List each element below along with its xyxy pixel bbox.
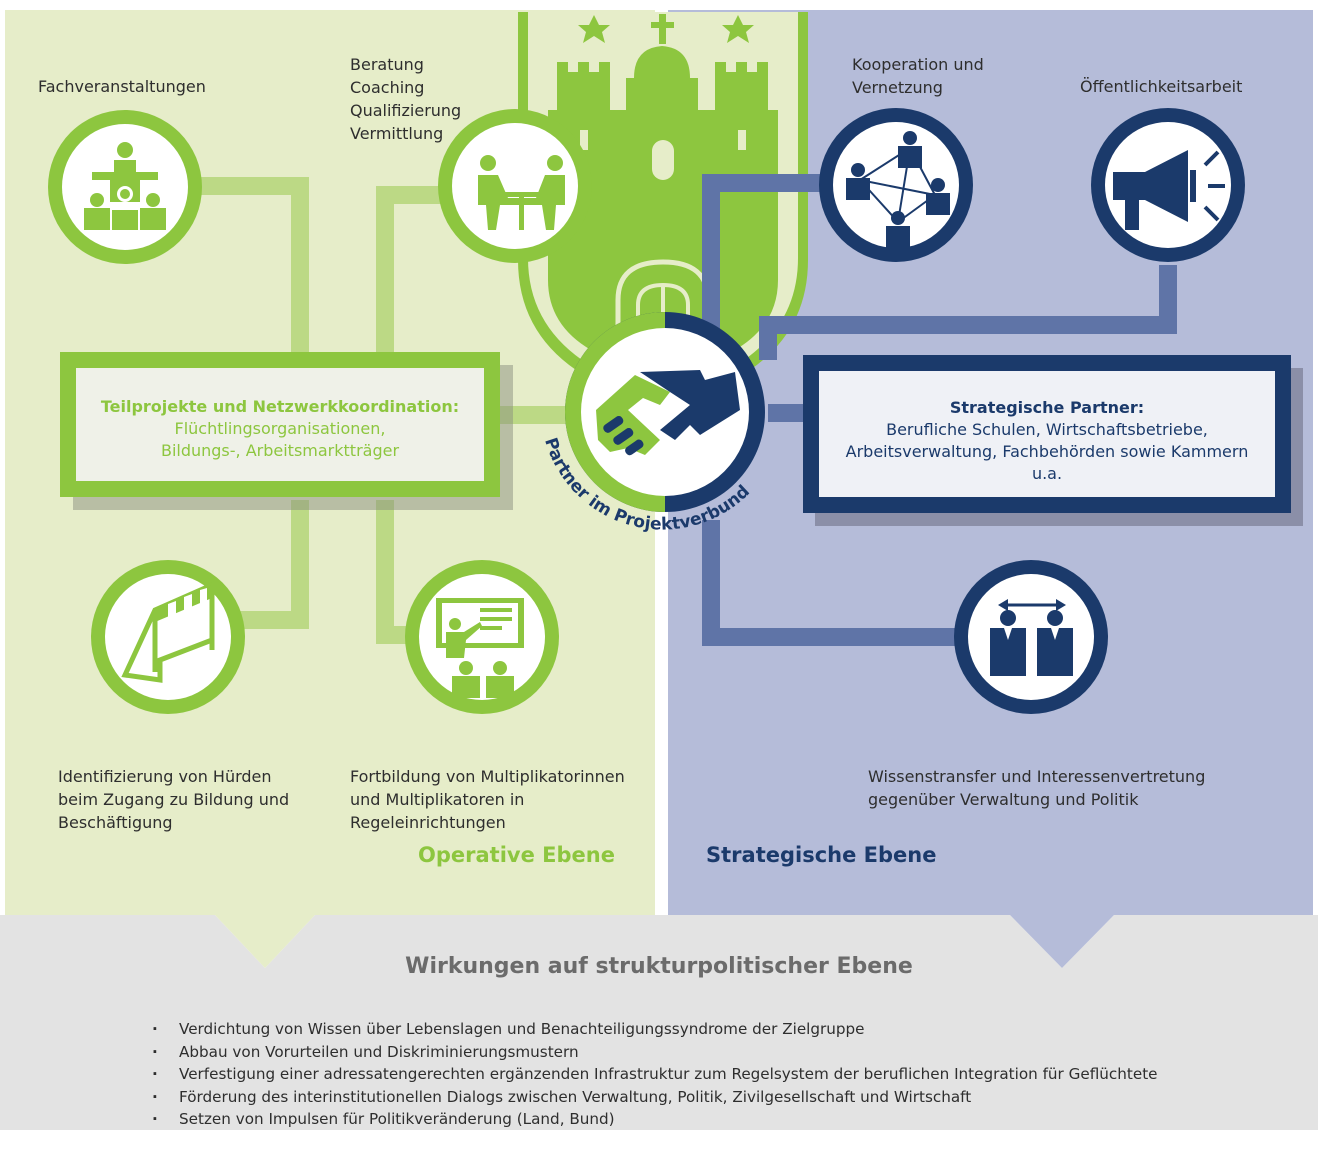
wissenstransfer-label: Wissenstransfer und Interessenvertretung… — [868, 767, 1206, 809]
impact-list: Verdichtung von Wissen über Lebenslagen … — [152, 1018, 1158, 1131]
list-item: Förderung des interinstitutionellen Dial… — [152, 1086, 1158, 1109]
counseling-icon — [438, 109, 592, 263]
operative-box-title: Teilprojekte und Netzwerkkoordination: — [100, 397, 460, 416]
impact-title: Wirkungen auf strukturpolitischer Ebene — [405, 954, 913, 979]
huerden-label: Identifizierung von Hürden beim Zugang z… — [58, 767, 290, 832]
strategic-connectors — [702, 174, 1177, 646]
handshake-icon — [596, 370, 740, 456]
list-item: Abbau von Vorurteilen und Diskriminierun… — [152, 1041, 1158, 1064]
hurdle-icon — [91, 560, 245, 714]
strategic-arrow — [1010, 915, 1114, 968]
list-item: Verdichtung von Wissen über Lebenslagen … — [152, 1018, 1158, 1041]
operative-box-text: Teilprojekte und Netzwerkkoordination: F… — [76, 396, 484, 462]
operative-arrow — [215, 915, 315, 968]
strategic-box-title: Strategische Partner: — [949, 398, 1145, 417]
fachveranstaltungen-label: Fachveranstaltungen — [38, 77, 206, 96]
beratung-label: Beratung Coaching Qualifizierung Vermitt… — [350, 55, 462, 143]
presentation-icon — [405, 560, 559, 714]
strategic-box — [803, 355, 1303, 526]
conference-icon — [48, 110, 202, 264]
list-item: Setzen von Impulsen für Politikveränderu… — [152, 1108, 1158, 1131]
list-item: Verfestigung einer adressatengerechten e… — [152, 1063, 1158, 1086]
exchange-icon — [954, 560, 1108, 714]
operative-box — [60, 352, 513, 510]
operative-title: Operative Ebene — [418, 843, 615, 867]
kooperation-label: Kooperation und Vernetzung — [852, 55, 984, 97]
oeffentlichkeitsarbeit-label: Öffentlichkeitsarbeit — [1080, 77, 1243, 96]
megaphone-icon — [1091, 108, 1245, 262]
strategic-title: Strategische Ebene — [706, 843, 937, 867]
network-icon — [819, 108, 973, 262]
fortbildung-label: Fortbildung von Multiplikatorinnen und M… — [350, 767, 625, 832]
strategic-box-text: Strategische Partner: Berufliche Schulen… — [819, 397, 1275, 485]
